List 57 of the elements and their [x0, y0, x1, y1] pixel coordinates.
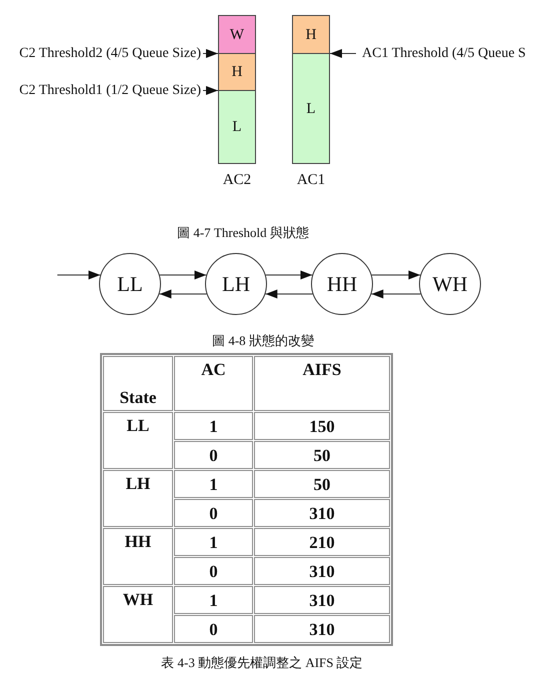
table-cell: 310 — [254, 499, 390, 527]
leader-arrow — [202, 49, 218, 58]
threshold-label: C2 Threshold1 (1/2 Queue Size) — [19, 82, 201, 98]
table-cell: LH — [103, 470, 173, 527]
table-cell: 310 — [254, 557, 390, 585]
table-cell: 50 — [254, 470, 390, 498]
table-caption: 表 4-3 動態優先權調整之 AIFS 設定 — [161, 655, 363, 671]
queue-segment — [293, 53, 329, 163]
table-header-cell: AC — [174, 356, 253, 411]
arrow — [265, 270, 313, 280]
bar-caption: AC2 — [222, 172, 252, 188]
figure-caption: 圖 4-8 狀態的改變 — [212, 333, 314, 349]
table-header-cell: State — [103, 356, 173, 411]
figure-caption: 圖 4-7 Threshold 與狀態 — [177, 225, 309, 241]
segment-label: L — [232, 119, 242, 135]
leader-arrow — [202, 86, 218, 95]
threshold-label: C2 Threshold2 (4/5 Queue Size) — [19, 46, 201, 62]
leader-arrow — [330, 49, 356, 58]
segment-label: W — [230, 26, 244, 42]
queue-segment — [219, 53, 255, 90]
table-cell: 1 — [174, 586, 253, 614]
table-cell: 310 — [254, 586, 390, 614]
table-cell: 1 — [174, 470, 253, 498]
table-cell: WH — [103, 586, 173, 643]
queue-segment — [219, 90, 255, 163]
queue-segment — [219, 16, 255, 53]
state-label: WH — [432, 273, 468, 295]
queue-bar — [292, 15, 330, 164]
table-cell: 0 — [174, 499, 253, 527]
arrow — [370, 290, 422, 298]
table-cell: 150 — [254, 412, 390, 440]
table-header-cell: AIFS — [254, 356, 390, 411]
arrow — [159, 270, 207, 280]
queue-segment — [293, 16, 329, 53]
state-label: HH — [326, 273, 358, 295]
table-cell: 0 — [174, 441, 253, 469]
segment-label: H — [306, 26, 316, 42]
arrow — [158, 290, 208, 298]
table-cell: 1 — [174, 412, 253, 440]
table-cell: 210 — [254, 528, 390, 556]
segment-label: L — [306, 100, 316, 116]
arrow — [56, 270, 101, 280]
table-cell: 310 — [254, 615, 390, 643]
table-cell: 1 — [174, 528, 253, 556]
table-cell: 50 — [254, 441, 390, 469]
bar-caption: AC1 — [296, 172, 326, 188]
arrow — [264, 290, 314, 298]
table-cell: 0 — [174, 557, 253, 585]
state-label: LL — [117, 273, 143, 295]
queue-bar — [218, 15, 256, 164]
threshold-label: AC1 Threshold (4/5 Queue S — [362, 46, 526, 62]
state-label: LH — [222, 273, 250, 295]
table-cell: LL — [103, 412, 173, 469]
arrow — [371, 270, 421, 280]
table-cell: 0 — [174, 615, 253, 643]
table-cell: HH — [103, 528, 173, 585]
segment-label: H — [232, 64, 242, 80]
